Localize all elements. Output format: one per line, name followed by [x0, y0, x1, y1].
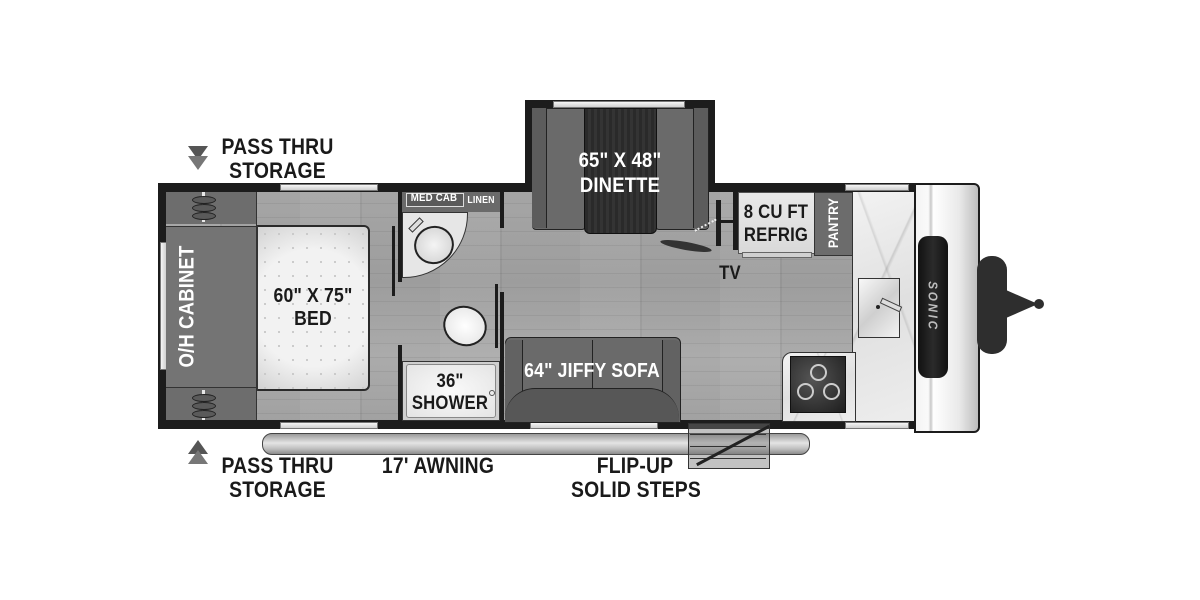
burner-icon: [823, 383, 840, 400]
burner-icon: [810, 364, 827, 381]
refrigerator: [738, 192, 816, 254]
refrig-label: REFRIG: [743, 225, 809, 246]
hanger-icon: [192, 394, 216, 402]
step-tread: [690, 458, 766, 459]
brand-logo: SONIC: [925, 281, 941, 332]
pass-thru-storage-top-label-2: STORAGE: [229, 158, 326, 183]
step-tread: [690, 434, 766, 435]
tv-label: TV: [719, 263, 741, 284]
slideout-wall-right: [708, 100, 715, 192]
shower-pan: [406, 364, 496, 418]
bath-door-jamb-right: [495, 284, 498, 348]
hanger-icon: [192, 402, 216, 410]
shower-drain-icon: [489, 390, 495, 396]
steps-label-2: SOLID STEPS: [571, 477, 701, 502]
slideout-wall-left: [525, 100, 532, 192]
bath-door-jamb-left: [392, 226, 395, 296]
window-top-bedroom: [280, 184, 378, 191]
bath-wall-left: [398, 192, 402, 282]
front-window: [918, 236, 948, 378]
oh-cabinet: [166, 226, 257, 388]
bed-label: BED: [294, 308, 332, 330]
bath-wall-right-lower: [500, 292, 504, 422]
awning: [262, 433, 810, 455]
hitch-ball: [1034, 299, 1044, 309]
hitch-coupler-icon: [1006, 290, 1038, 318]
window-bottom-kitchen: [845, 422, 909, 429]
refrig-size-label: 8 CU FT: [743, 202, 809, 223]
bath-wall-right: [500, 192, 504, 228]
med-cab-label: MED CAB: [410, 192, 458, 204]
bed-size-label: 60" X 75": [273, 285, 353, 307]
hanger-icon: [192, 410, 216, 418]
tongue-jack: [977, 256, 1007, 354]
pass-thru-storage-bottom-label-1: PASS THRU: [221, 453, 334, 478]
hanger-icon: [192, 204, 216, 212]
window-bottom-bedroom: [280, 422, 378, 429]
pantry-label: PANTRY: [825, 197, 841, 249]
burner-icon: [797, 383, 814, 400]
awning-label: 17' AWNING: [381, 453, 495, 478]
med-cab-box: [406, 193, 464, 207]
dinette-table: [584, 108, 657, 234]
oh-cabinet-label: O/H CABINET: [175, 245, 199, 368]
kitchen-sink-drain-icon: [876, 305, 880, 309]
pass-thru-storage-bottom-label-2: STORAGE: [229, 477, 326, 502]
dinette-size-label: 65" X 48": [578, 149, 662, 172]
steps-label-1: FLIP-UP: [596, 453, 674, 478]
sofa-back: [505, 388, 679, 422]
pass-thru-storage-top-label-1: PASS THRU: [221, 134, 334, 159]
bed: [257, 225, 370, 391]
sofa-label: 64" JIFFY SOFA: [524, 360, 660, 382]
refrig-wall: [733, 192, 738, 250]
wall-top-right: [708, 183, 920, 192]
shower-size-label: 36": [436, 371, 464, 392]
tv-mount: [720, 220, 736, 223]
window-slideout: [553, 101, 685, 108]
linen-label: LINEN: [467, 195, 495, 206]
dinette-bench-right-back: [693, 108, 708, 228]
window-top-kitchen: [845, 184, 909, 191]
refrig-door-edge: [742, 252, 812, 258]
hanger-icon: [192, 212, 216, 220]
bath-wall-left-lower: [398, 345, 402, 421]
tv-icon: [716, 200, 721, 246]
shower-label: SHOWER: [411, 393, 489, 414]
dinette-label: DINETTE: [579, 174, 661, 197]
hanger-icon: [192, 196, 216, 204]
window-bottom-sofa: [530, 422, 658, 429]
oh-cabinet-divider: [256, 192, 257, 420]
sofa-cushion-divider: [592, 340, 593, 420]
dinette-bench-left-back: [532, 108, 547, 228]
